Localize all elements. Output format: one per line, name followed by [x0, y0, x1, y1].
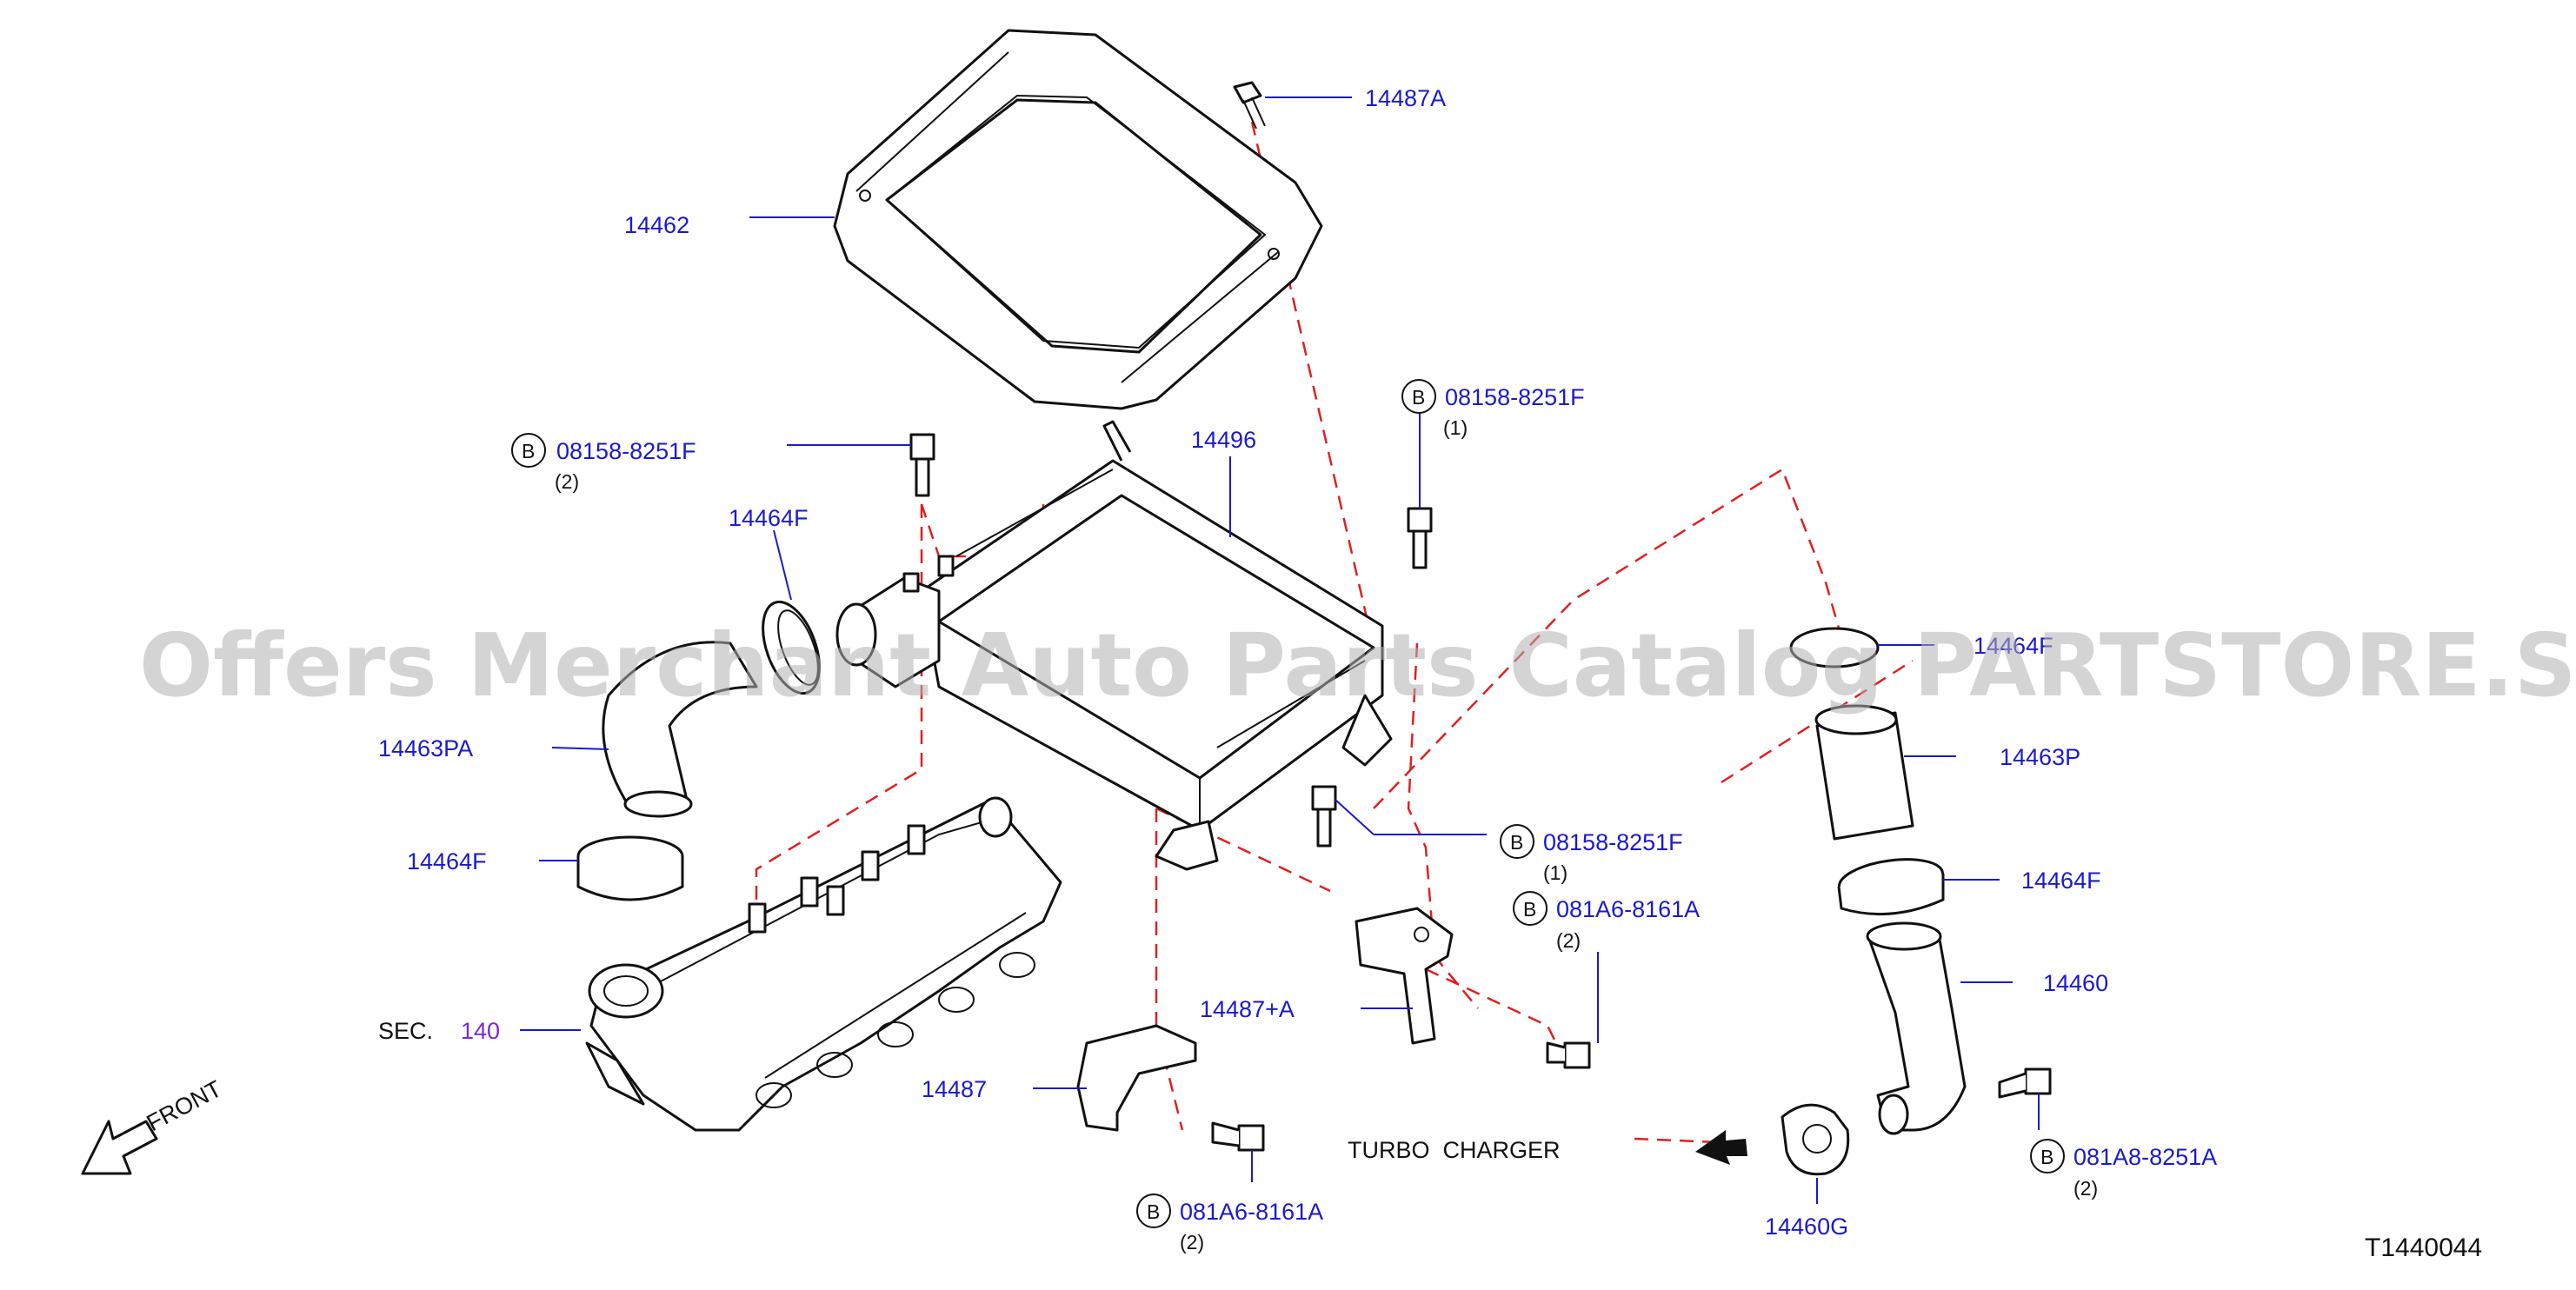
label-14487[interactable]: 14487	[922, 1076, 987, 1102]
front-label: FRONT	[143, 1075, 226, 1136]
hose-14463PA[interactable]	[602, 641, 758, 818]
bolt-callout-2[interactable]: B 08158-8251F (1)	[1401, 379, 1585, 439]
label-14496[interactable]: 14496	[1191, 427, 1256, 453]
label-14460[interactable]: 14460	[2043, 970, 2108, 996]
bolt-qty: (1)	[1543, 861, 1568, 884]
turbo-charger-label: TURBO CHARGER	[1348, 1137, 1561, 1163]
intercooler-14496[interactable]	[835, 420, 1393, 871]
bolt-callout-6[interactable]: B 081A8-8251A (2)	[2030, 1139, 2217, 1200]
bolt-part-number[interactable]: 081A8-8251A	[2073, 1144, 2217, 1170]
sec-prefix: SEC.	[378, 1018, 433, 1044]
bolt-part-number[interactable]: 08158-8251F	[1445, 384, 1585, 410]
hose-clamp-14464F-a[interactable]	[752, 595, 830, 702]
bolt-qty: (2)	[2073, 1177, 2098, 1200]
bolt-callout-3[interactable]: B 08158-8251F (1)	[1500, 824, 1683, 884]
label-14460G[interactable]: 14460G	[1765, 1214, 1848, 1240]
bolt-graphic-4[interactable]	[1546, 1041, 1591, 1069]
hose-clamp-14464F-d[interactable]	[1837, 854, 1946, 916]
label-14463P[interactable]: 14463P	[2000, 744, 2080, 770]
intake-manifold[interactable]	[585, 796, 1062, 1132]
bolt-graphic-5[interactable]	[1211, 1121, 1265, 1152]
bracket-14487+A[interactable]	[1355, 907, 1454, 1045]
watermark: Offers Merchant Auto Parts Catalog PARTS…	[139, 615, 2576, 716]
bolt-qty: (2)	[1556, 929, 1581, 952]
bolt-mark: B	[2040, 1146, 2053, 1168]
bracket-14487[interactable]	[1076, 1024, 1197, 1132]
bolt-callout-5[interactable]: B 081A6-8161A (2)	[1136, 1194, 1323, 1253]
bolt-part-number[interactable]: 081A6-8161A	[1180, 1199, 1323, 1225]
hose-clamp-14464F-b[interactable]	[576, 835, 684, 901]
bolt-graphic-3[interactable]	[1311, 785, 1337, 848]
bolt-qty: (2)	[555, 470, 579, 493]
bolt-mark: B	[1412, 386, 1425, 409]
label-14462[interactable]: 14462	[624, 212, 689, 238]
bolt-mark: B	[522, 440, 535, 462]
label-14464F-b[interactable]: 14464F	[407, 848, 487, 874]
bolt-qty: (1)	[1443, 416, 1468, 439]
gasket-14460G[interactable]	[1781, 1103, 1850, 1176]
leader-lines	[520, 96, 2040, 1204]
pipe-14460[interactable]	[1866, 921, 1967, 1135]
bolt-qty: (2)	[1180, 1231, 1204, 1253]
bolt-callout-4[interactable]: B 081A6-8161A (2)	[1513, 891, 1700, 952]
hose-clamp-14464F-c[interactable]	[1789, 627, 1880, 668]
label-14464F-a[interactable]: 14464F	[729, 505, 809, 531]
diagram-code: T1440044	[2365, 1233, 2482, 1262]
bolt-graphic-14487A[interactable]	[1233, 81, 1266, 130]
bolt-mark: B	[1523, 898, 1536, 921]
bolt-graphic-2[interactable]	[1407, 507, 1433, 569]
label-14464F-d[interactable]: 14464F	[2021, 868, 2101, 894]
bolt-mark: B	[1147, 1200, 1160, 1223]
bolt-callout-1[interactable]: B 08158-8251F (2)	[511, 433, 696, 493]
label-14487+A[interactable]: 14487+A	[1200, 996, 1295, 1022]
bolt-graphic-6[interactable]	[1998, 1067, 2052, 1099]
label-14487A[interactable]: 14487A	[1365, 85, 1446, 111]
label-14463PA[interactable]: 14463PA	[378, 735, 473, 761]
bolt-part-number[interactable]: 08158-8251F	[1543, 829, 1683, 855]
bolt-graphic-1[interactable]	[909, 433, 935, 497]
front-arrow-icon	[81, 1120, 158, 1175]
bolt-part-number[interactable]: 08158-8251F	[556, 438, 696, 464]
bolt-part-number[interactable]: 081A6-8161A	[1556, 896, 1700, 922]
label-14464F-c[interactable]: 14464F	[1974, 633, 2053, 659]
turbo-charger-arrow-icon	[1695, 1130, 1747, 1165]
cover-plate-14462[interactable]	[833, 29, 1323, 410]
sec-number-link[interactable]: 140	[461, 1018, 500, 1044]
hose-14463P[interactable]	[1814, 704, 1914, 841]
bolt-mark: B	[1510, 831, 1523, 854]
